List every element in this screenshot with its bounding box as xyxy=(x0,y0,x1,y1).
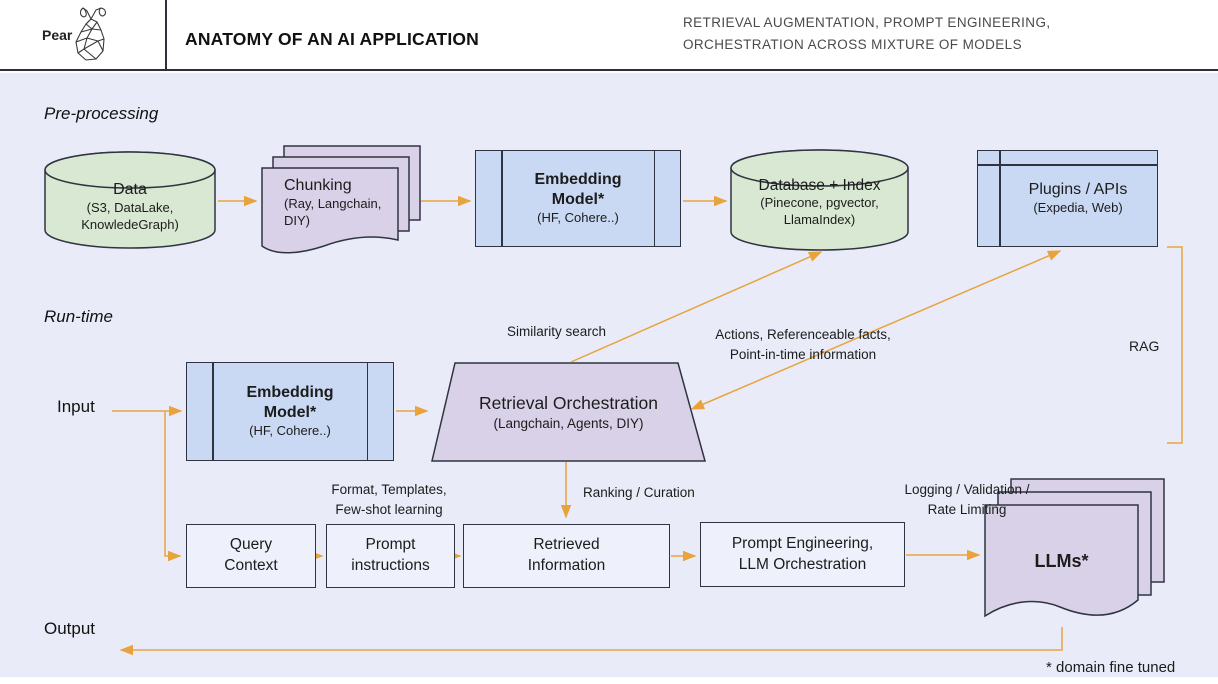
subtitle-line-1: RETRIEVAL AUGMENTATION, PROMPT ENGINEERI… xyxy=(683,15,1051,30)
arrow-llms-to-output xyxy=(119,627,1063,656)
plugins-apis-box: Plugins / APIs (Expedia, Web) xyxy=(977,150,1158,247)
database-node-label: Database + Index (Pinecone, pgvector, Ll… xyxy=(758,177,881,228)
chunking-documents xyxy=(261,145,421,254)
domain-fine-tuned-footnote: * domain fine tuned xyxy=(1046,659,1176,676)
data-node-label: Data (S3, DataLake, KnowledeGraph) xyxy=(81,181,179,232)
input-label: Input xyxy=(57,397,95,416)
inner-line xyxy=(212,363,214,460)
pear-logo-text: Pear xyxy=(42,27,73,43)
rag-label: RAG xyxy=(1129,338,1160,354)
llms-documents xyxy=(984,478,1165,618)
inner-line xyxy=(978,164,1157,166)
retrieval-trapezoid xyxy=(431,362,706,462)
section-label-preprocessing: Pre-processing xyxy=(44,104,159,123)
pear-icon xyxy=(75,7,106,61)
data-cylinder xyxy=(44,151,216,249)
subtitle-line-2: ORCHESTRATION ACROSS MIXTURE OF MODELS xyxy=(683,36,1022,52)
header: Pear ANATOMY OF AN AI APPLICATION RETRIE… xyxy=(0,0,1218,69)
retrieval-node-label: Retrieval Orchestration (Langchain, Agen… xyxy=(479,393,658,431)
query-context-box: Query Context xyxy=(186,524,316,588)
ranking-curation-label: Ranking / Curation xyxy=(583,485,695,500)
section-label-runtime: Run-time xyxy=(44,307,113,326)
actions-facts-label: Actions, Referenceable facts, Point-in-t… xyxy=(715,327,891,362)
rag-bracket xyxy=(1167,246,1183,444)
arrow-retrieval-plugins xyxy=(690,250,1062,410)
chunking-node-label: Chunking (Ray, Langchain, DIY) xyxy=(284,177,382,228)
inner-line xyxy=(501,151,503,246)
database-cylinder xyxy=(730,149,909,251)
inner-line xyxy=(653,151,655,246)
similarity-search-label: Similarity search xyxy=(507,324,607,339)
arrow-input-branch-to-query-context xyxy=(164,411,182,562)
format-templates-label: Format, Templates, Few-shot learning xyxy=(331,482,447,517)
prompt-instructions-box: Prompt instructions xyxy=(326,524,455,588)
page-subtitle: RETRIEVAL AUGMENTATION, PROMPT ENGINEERI… xyxy=(683,12,1051,55)
embedding-model-runtime-box: Embedding Model* (HF, Cohere..) xyxy=(186,362,394,461)
llms-node-label: LLMs* xyxy=(1034,551,1089,571)
embedding-model-preprocess-box: Embedding Model* (HF, Cohere..) xyxy=(475,150,681,247)
header-divider xyxy=(165,0,167,69)
header-rule xyxy=(0,69,1218,71)
retrieved-information-box: Retrieved Information xyxy=(463,524,670,588)
output-label: Output xyxy=(44,619,96,638)
inner-line xyxy=(366,363,368,460)
prompt-engineering-box: Prompt Engineering, LLM Orchestration xyxy=(700,522,905,587)
page-title: ANATOMY OF AN AI APPLICATION xyxy=(185,29,480,49)
logging-validation-label: Logging / Validation / Rate Limiting xyxy=(904,482,1030,517)
inner-line xyxy=(999,151,1001,246)
